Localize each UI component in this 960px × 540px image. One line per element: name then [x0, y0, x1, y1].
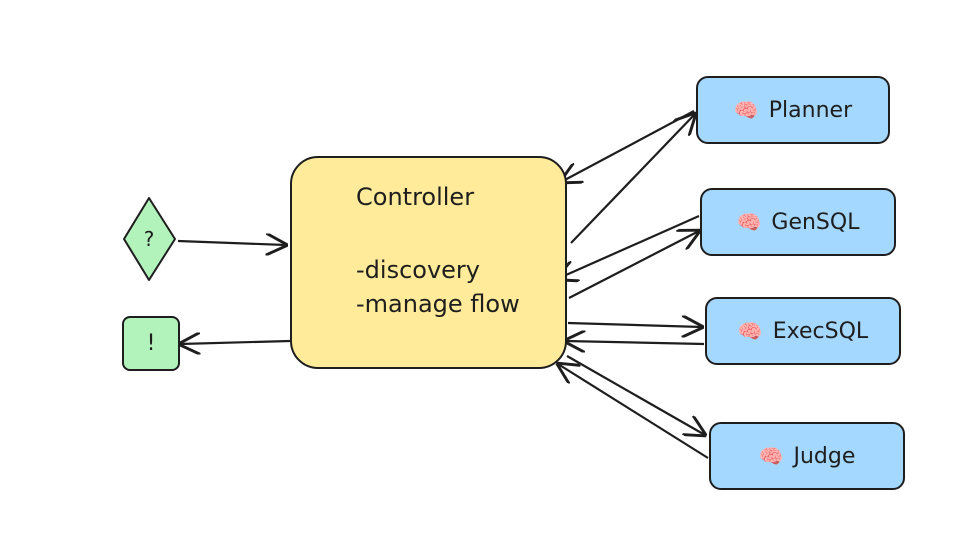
- arrow-planner-to-controller: [561, 110, 695, 182]
- arrow-input-to-controller: [177, 241, 286, 245]
- output-symbol: !: [146, 331, 156, 356]
- judge-node: 🧠 Judge: [709, 422, 905, 490]
- execsql-label: ExecSQL: [772, 318, 869, 344]
- arrow-controller-to-judge: [566, 355, 705, 435]
- input-symbol: ?: [143, 227, 155, 251]
- arrow-execsql-to-controller: [565, 341, 705, 344]
- planner-node: 🧠 Planner: [696, 76, 890, 144]
- controller-item-manage-flow: -manage flow: [356, 290, 520, 318]
- arrow-gensql-to-controller: [557, 214, 700, 279]
- arrow-controller-to-gensql: [568, 231, 699, 299]
- arrow-controller-to-execsql: [567, 323, 702, 327]
- arrow-controller-to-planner: [570, 114, 695, 244]
- controller-node: Controller -discovery -manage flow: [290, 156, 567, 369]
- planner-label: Planner: [768, 97, 853, 123]
- gensql-node: 🧠 GenSQL: [700, 188, 896, 256]
- arrow-controller-to-output: [180, 341, 291, 344]
- arrow-judge-to-controller: [558, 364, 709, 459]
- input-diamond-shape: [123, 197, 176, 281]
- input-node: ?: [122, 196, 176, 282]
- controller-item-discovery: -discovery: [356, 256, 480, 284]
- gensql-label: GenSQL: [771, 209, 860, 235]
- brain-icon: 🧠: [758, 444, 784, 468]
- execsql-node: 🧠 ExecSQL: [705, 297, 901, 365]
- brain-icon: 🧠: [737, 319, 763, 343]
- judge-label: Judge: [793, 443, 856, 469]
- controller-title: Controller: [356, 183, 475, 211]
- output-node: !: [122, 316, 180, 371]
- brain-icon: 🧠: [733, 98, 759, 122]
- brain-icon: 🧠: [736, 210, 762, 234]
